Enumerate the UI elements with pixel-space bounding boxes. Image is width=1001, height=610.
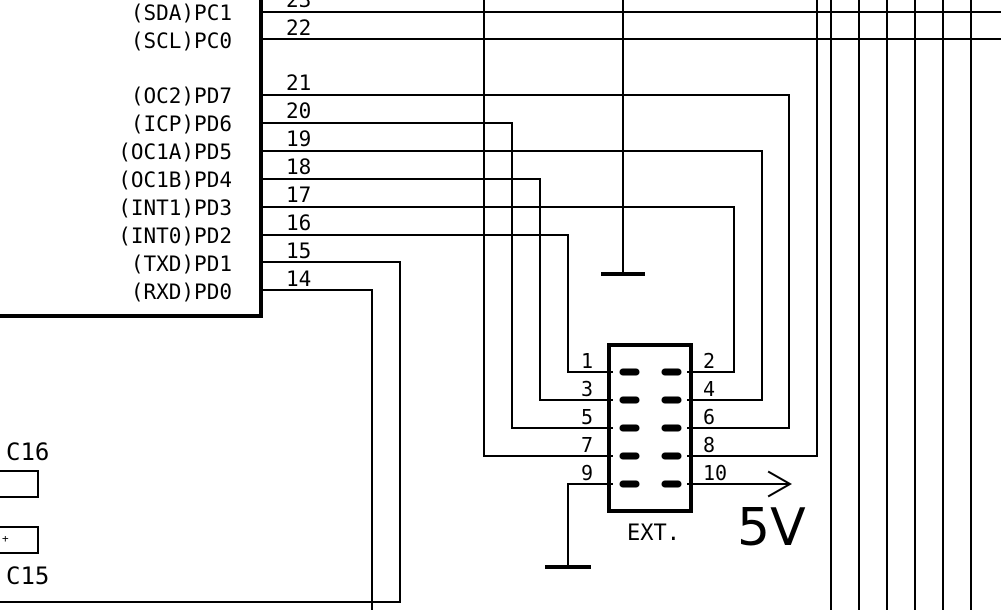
pin-num-18: 18 (286, 155, 311, 179)
header-pin-1: 1 (581, 349, 593, 373)
pin-num-21: 21 (286, 71, 311, 95)
mcu-body (0, 0, 263, 318)
pin-name-pd4: (OC1B)PD4 (118, 168, 232, 192)
c15-label: C15 (6, 562, 49, 590)
capacitor-c16: C16 (0, 438, 49, 498)
supply-label: 5V (737, 498, 806, 558)
header-pin-5: 5 (581, 405, 593, 429)
header-pin-2: 2 (703, 349, 715, 373)
ext-connector-body (607, 343, 693, 513)
pin-name-pd7: (OC2)PD7 (131, 84, 232, 108)
pin-num-14: 14 (286, 267, 311, 291)
pin-num-23: 23 (286, 0, 311, 12)
pin-num-19: 19 (286, 127, 311, 151)
mcu-pin-numbers: 23 22 21 20 19 18 17 16 15 14 (286, 0, 311, 291)
pin-num-15: 15 (286, 239, 311, 263)
header-pin-4: 4 (703, 377, 715, 401)
connector-right-pin-numbers: 2 4 6 8 10 (703, 349, 727, 485)
wire-pd6 (260, 122, 613, 429)
pin-name-pc0: (SCL)PC0 (131, 29, 232, 53)
ground-symbol-bottom (545, 483, 613, 569)
pin-num-17: 17 (286, 183, 311, 207)
header-pin-7: 7 (581, 433, 593, 457)
pin-name-pd0: (RXD)PD0 (131, 280, 232, 304)
c16-label: C16 (6, 438, 49, 466)
mcu-pin-names: (SDA)PC1 (SCL)PC0 (OC2)PD7 (ICP)PD6 (OC1… (118, 1, 232, 304)
capacitor-c15: + C15 (0, 526, 49, 590)
wire-pd4 (260, 178, 613, 401)
header-pin-9: 9 (581, 461, 593, 485)
wire-pd3 (260, 206, 735, 373)
pin-name-pd3: (INT1)PD3 (118, 196, 232, 220)
c15-plus-sign: + (2, 532, 9, 545)
bus-lines (830, 0, 972, 610)
header-pin-8: 8 (703, 433, 715, 457)
pin-num-20: 20 (286, 99, 311, 123)
wire-header-8 (687, 0, 818, 457)
wire-pd0 (260, 289, 373, 610)
pin-num-22: 22 (286, 16, 311, 40)
wire-pd5 (260, 150, 763, 401)
supply-arrow (687, 470, 793, 498)
pin-name-pc1: (SDA)PC1 (131, 1, 232, 25)
connector-label: EXT. (627, 521, 680, 546)
pin-name-pd1: (TXD)PD1 (131, 252, 232, 276)
header-pin-3: 3 (581, 377, 593, 401)
pin-num-16: 16 (286, 211, 311, 235)
pin-name-pd5: (OC1A)PD5 (118, 140, 232, 164)
header-pin-6: 6 (703, 405, 715, 429)
wire-pd7 (260, 94, 790, 429)
wire-pd1 (0, 261, 401, 603)
pin-name-pd2: (INT0)PD2 (118, 224, 232, 248)
connector-left-pin-numbers: 1 3 5 7 9 (581, 349, 593, 485)
ground-symbol-top (601, 0, 645, 276)
connector-pads (619, 368, 682, 488)
wire-pd2 (260, 234, 613, 373)
pin-name-pd6: (ICP)PD6 (131, 112, 232, 136)
header-pin-10: 10 (703, 461, 727, 485)
